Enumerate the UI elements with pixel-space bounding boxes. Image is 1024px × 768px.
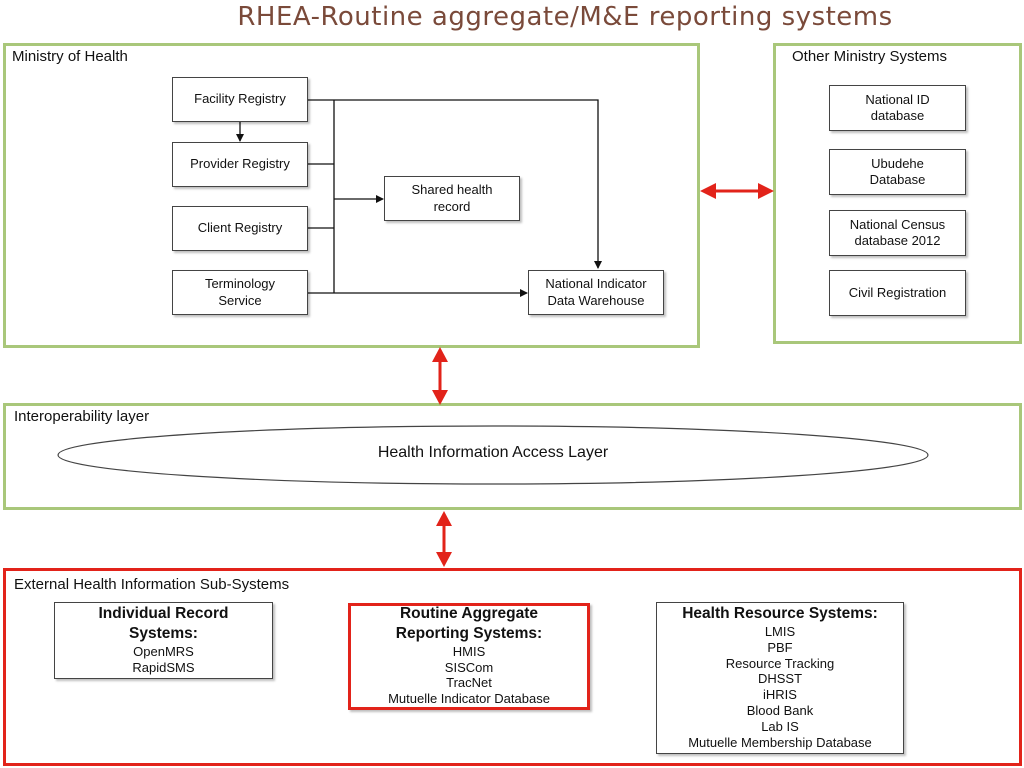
facility-registry-box: Facility Registry	[172, 77, 308, 122]
panel-label-ministry: Ministry of Health	[12, 48, 128, 65]
panel-label-external: External Health Information Sub-Systems	[14, 576, 290, 593]
list-item-dhsst: DHSST	[757, 671, 803, 687]
routine-aggregate-reporting-box: Routine Aggregate Reporting Systems: HMI…	[348, 603, 590, 710]
list-item-rapidsms: RapidSMS	[132, 659, 195, 675]
terminology-service-box: Terminology Service	[172, 270, 308, 315]
facility-to-warehouse-connector	[308, 99, 602, 269]
routine-aggregate-reporting-heading: Routine Aggregate Reporting Systems:	[395, 605, 543, 642]
health-resource-systems-box: Health Resource Systems: LMIS PBF Resour…	[656, 602, 904, 754]
hial-label: Health Information Access Layer	[377, 444, 609, 461]
national-indicator-warehouse-box: National Indicator Data Warehouse	[528, 270, 664, 315]
national-indicator-warehouse-label: National Indicator Data Warehouse	[545, 276, 647, 308]
facility-registry-label: Facility Registry	[194, 91, 286, 107]
list-item-blood-bank: Blood Bank	[746, 703, 814, 719]
health-resource-systems-heading: Health Resource Systems:	[682, 605, 878, 622]
list-item-tracnet: TracNet	[446, 675, 492, 691]
shared-health-record-box: Shared health record	[384, 176, 520, 221]
provider-registry-label: Provider Registry	[190, 156, 290, 172]
list-item-lab-is: Lab IS	[761, 718, 799, 734]
individual-record-systems-heading: Individual Record Systems:	[98, 605, 229, 642]
list-item-siscom: SISCom	[444, 659, 494, 675]
national-census-database-label: National Census database 2012	[849, 216, 946, 248]
civil-registration-label: Civil Registration	[848, 284, 947, 300]
client-registry-label: Client Registry	[197, 220, 283, 236]
terminology-service-label: Terminology Service	[204, 276, 276, 308]
provider-registry-box: Provider Registry	[172, 142, 308, 187]
slide-title: RHEA-Routine aggregate/M&E reporting sys…	[237, 2, 893, 32]
national-census-database-box: National Census database 2012	[829, 210, 966, 256]
panel-label-other-ministry: Other Ministry Systems	[792, 48, 948, 65]
list-item-resource-tracking: Resource Tracking	[725, 655, 835, 671]
list-item-mutuelle-membership-database: Mutuelle Membership Database	[688, 734, 872, 750]
national-id-database-box: National ID database	[829, 85, 966, 131]
list-item-lmis: LMIS	[764, 623, 796, 639]
shared-health-record-label: Shared health record	[411, 182, 493, 214]
list-item-pbf: PBF	[767, 639, 793, 655]
list-item-ihris: iHRIS	[763, 687, 797, 703]
list-item-openmrs: OpenMRS	[133, 643, 194, 659]
client-registry-box: Client Registry	[172, 206, 308, 251]
civil-registration-box: Civil Registration	[829, 270, 966, 316]
hial-ellipse	[57, 425, 929, 485]
list-item-mutuelle-indicator-database: Mutuelle Indicator Database	[388, 691, 550, 707]
ubudehe-database-box: Ubudehe Database	[829, 149, 966, 195]
individual-record-systems-box: Individual Record Systems: OpenMRS Rapid…	[54, 602, 273, 679]
ubudehe-database-label: Ubudehe Database	[869, 155, 926, 187]
list-item-hmis: HMIS	[452, 643, 486, 659]
national-id-database-label: National ID database	[865, 91, 930, 123]
panel-label-interoperability: Interoperability layer	[14, 408, 150, 425]
